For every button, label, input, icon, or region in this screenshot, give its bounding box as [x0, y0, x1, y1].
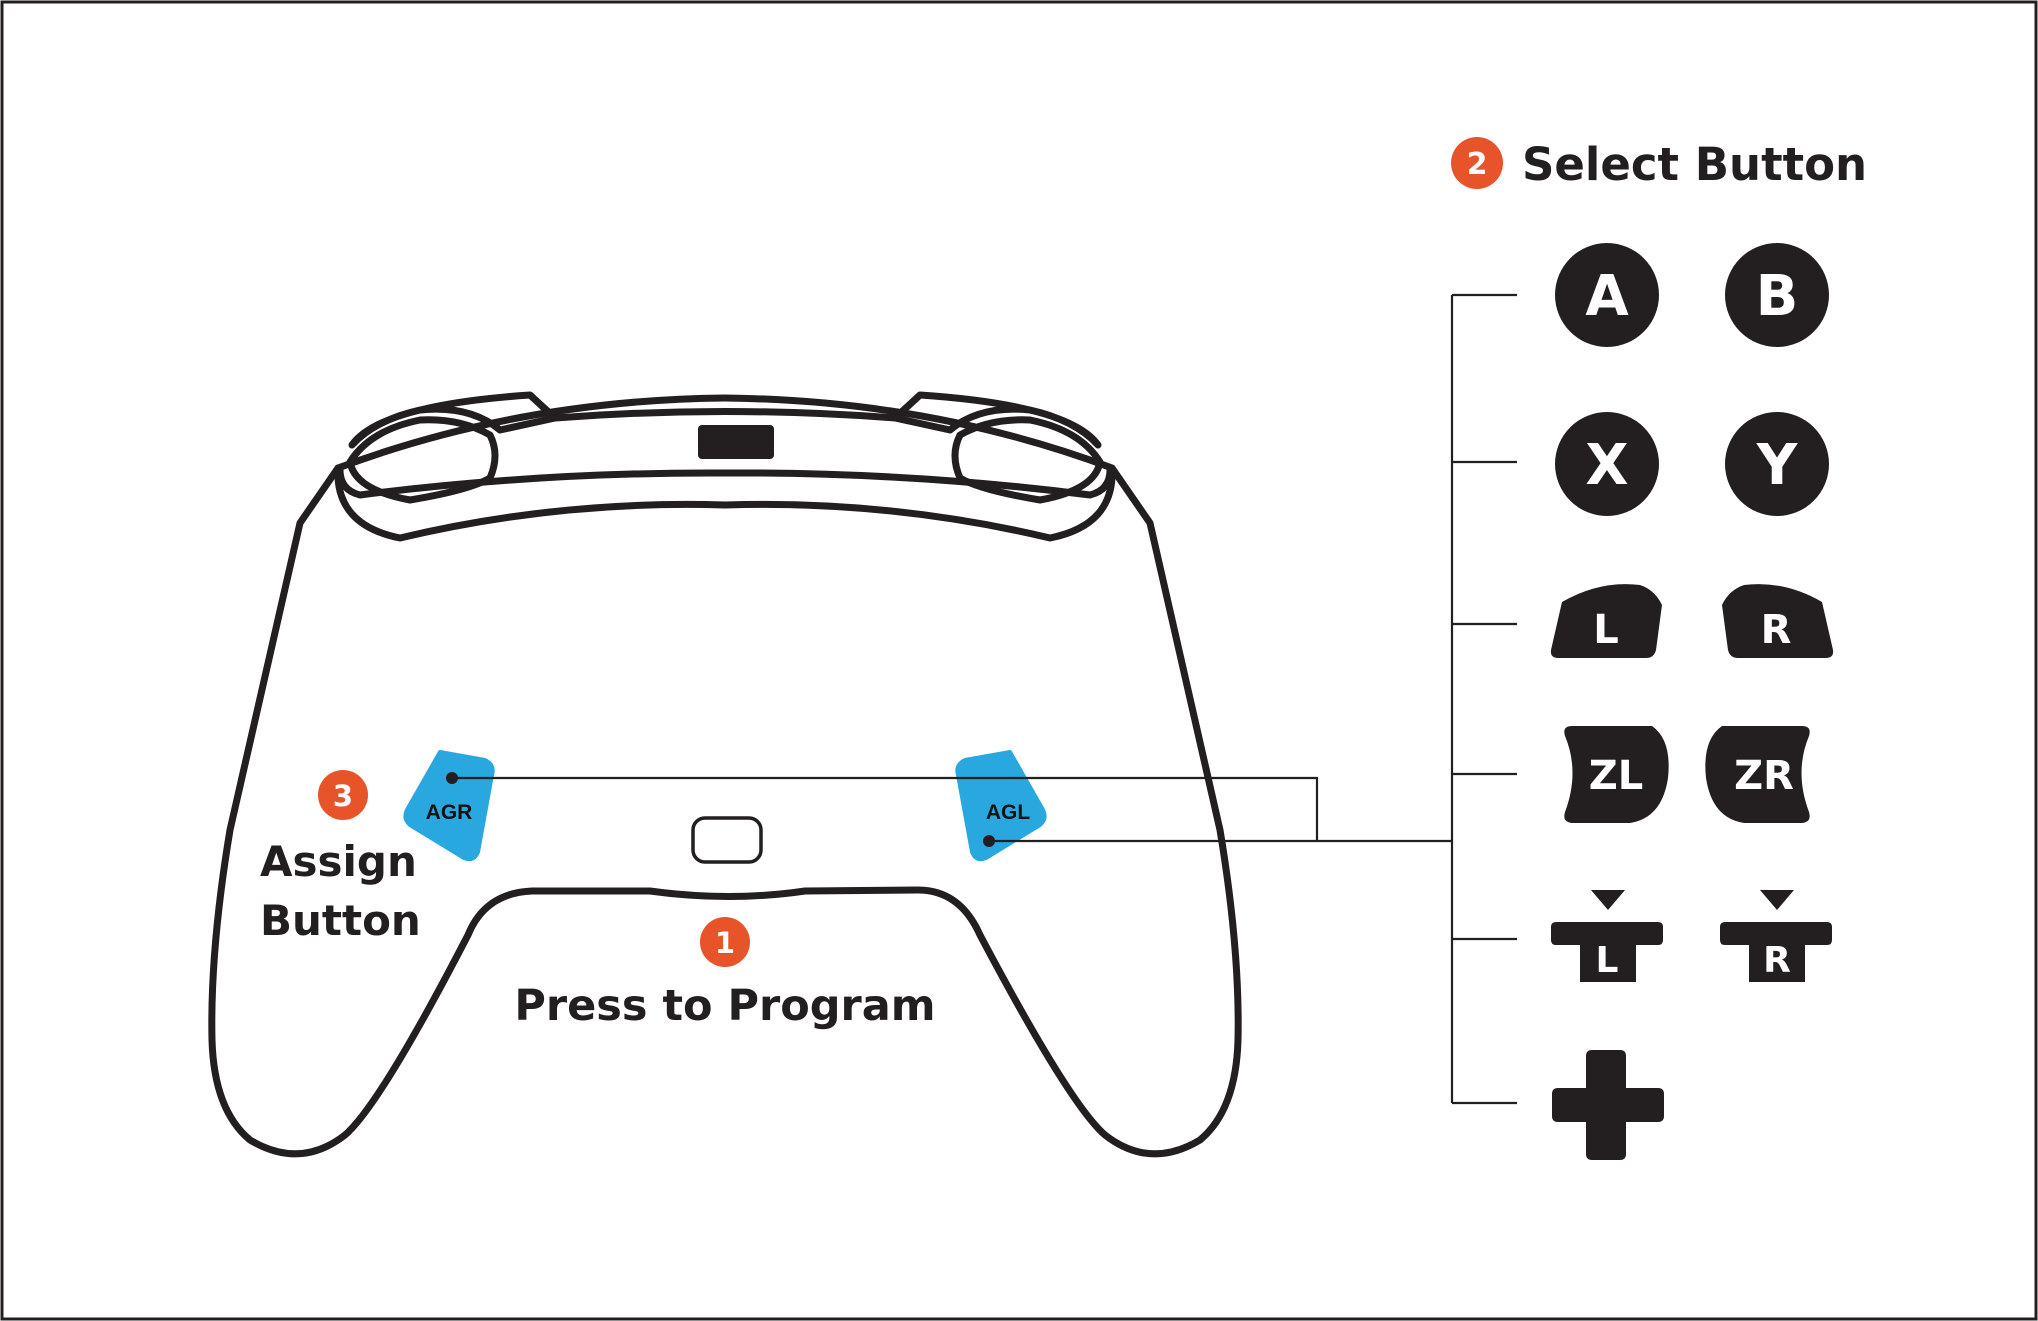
- step-2-number: 2: [1467, 147, 1488, 182]
- button-zr-label: ZR: [1734, 753, 1794, 799]
- left-shoulder-bumper: [348, 391, 559, 449]
- step-3-label-line2: Button: [260, 896, 421, 945]
- select-buttons: A B X Y L R ZL ZR: [1550, 243, 1834, 1160]
- step-3-label-line1: Assign: [260, 837, 417, 886]
- step-1-badge: [700, 917, 750, 967]
- button-r-stick-label: R: [1763, 940, 1791, 981]
- agr-connector: [452, 776, 1319, 841]
- connector-lines: [452, 293, 1517, 1105]
- button-r[interactable]: R: [1722, 584, 1834, 658]
- paddle-agl-label: AGL: [986, 801, 1031, 824]
- step-1: 1 Press to Program: [514, 917, 936, 1031]
- step-3: 3 Assign Button: [260, 770, 421, 945]
- step-2-label: Select Button: [1522, 138, 1867, 191]
- dpad-icon[interactable]: [1552, 1050, 1664, 1160]
- button-zl[interactable]: ZL: [1564, 726, 1669, 823]
- button-l-label: L: [1593, 607, 1619, 653]
- button-l-stick-label: L: [1596, 940, 1619, 981]
- button-y-label: Y: [1756, 433, 1799, 498]
- step-2: 2 Select Button: [1451, 137, 1867, 191]
- controller-body: [208, 394, 1242, 1158]
- controller-top-rim: [334, 464, 1116, 542]
- button-x-label: X: [1585, 433, 1628, 498]
- program-button[interactable]: [691, 816, 763, 864]
- button-a[interactable]: A: [1555, 243, 1659, 347]
- step-1-label: Press to Program: [514, 981, 935, 1031]
- button-zl-label: ZL: [1589, 753, 1644, 799]
- step-3-number: 3: [333, 779, 353, 813]
- button-r-stick[interactable]: R: [1720, 890, 1832, 982]
- right-shoulder-trigger: [951, 416, 1104, 504]
- button-l[interactable]: L: [1550, 584, 1662, 658]
- controller-top-ridge: [551, 408, 899, 422]
- button-b[interactable]: B: [1725, 243, 1829, 347]
- button-zr[interactable]: ZR: [1705, 726, 1810, 823]
- step-3-badge: [318, 770, 368, 820]
- button-b-label: B: [1756, 264, 1799, 329]
- paddle-agr-label: AGR: [426, 801, 473, 824]
- right-shoulder-bumper: [891, 391, 1102, 449]
- button-y[interactable]: Y: [1725, 412, 1829, 516]
- left-shoulder-trigger: [346, 416, 499, 504]
- button-r-label: R: [1761, 607, 1792, 653]
- step-1-number: 1: [715, 926, 735, 960]
- button-x[interactable]: X: [1555, 412, 1659, 516]
- button-a-label: A: [1585, 264, 1629, 329]
- controller-top-rim-inner: [336, 466, 1114, 499]
- button-l-stick[interactable]: L: [1551, 890, 1663, 982]
- usb-port: [698, 425, 774, 459]
- step-2-badge: [1451, 137, 1503, 189]
